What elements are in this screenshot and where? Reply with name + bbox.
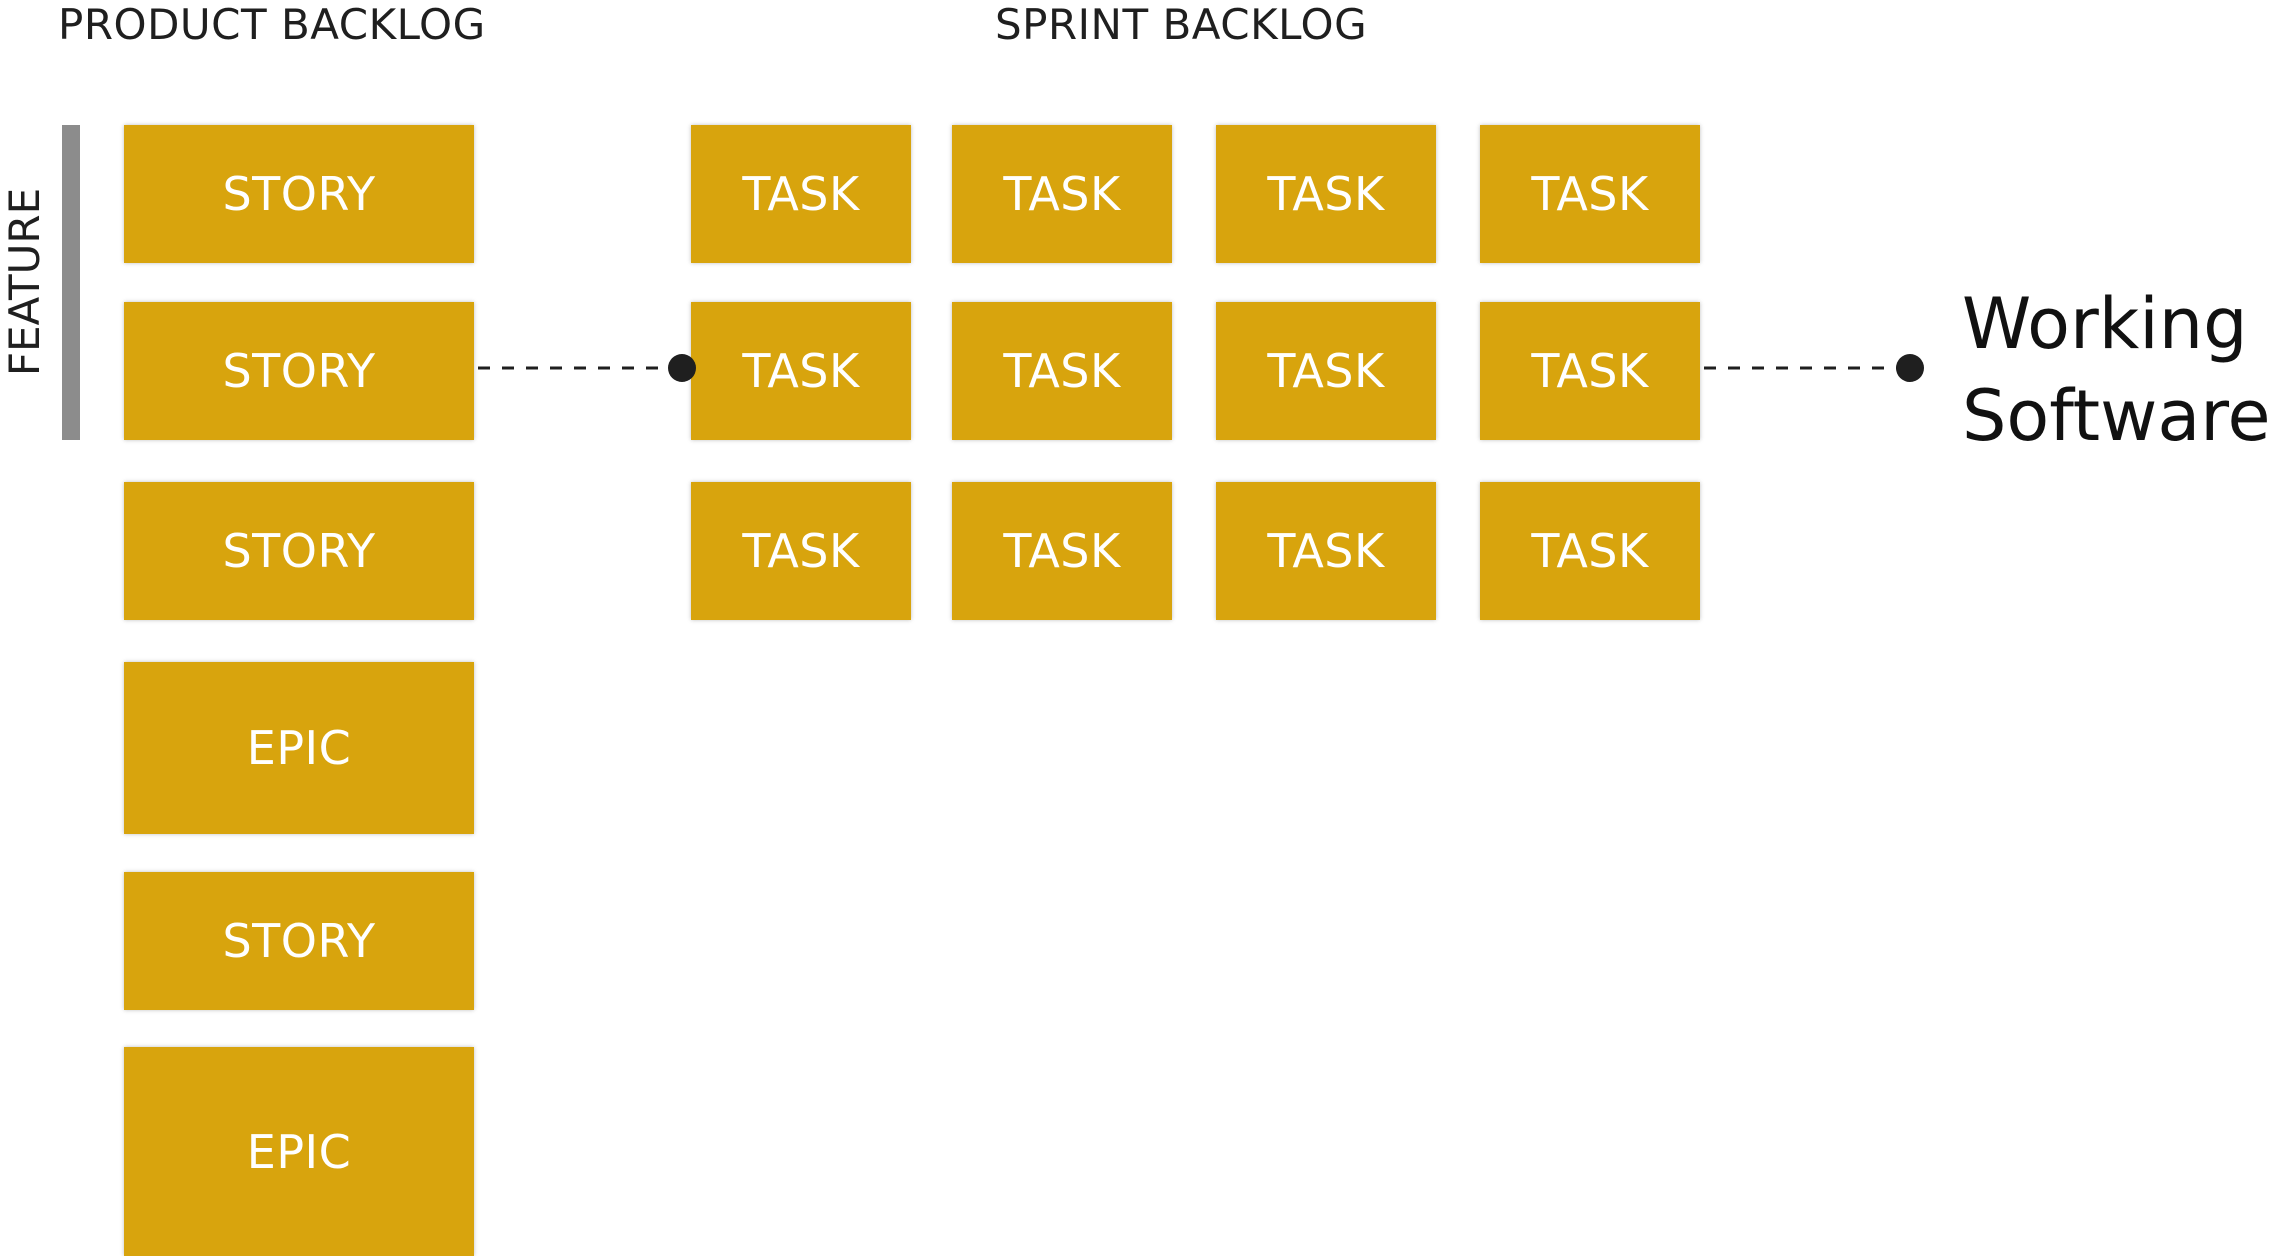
sprint-task-r2c3[interactable]: TASK [1216,302,1436,440]
sprint-task-r1c3[interactable]: TASK [1216,125,1436,263]
sprint-task-r2c1[interactable]: TASK [691,302,911,440]
sprint-task-label: TASK [1003,524,1121,578]
sprint-task-label: TASK [742,524,860,578]
sprint-backlog-heading: SPRINT BACKLOG [995,0,1368,49]
backlog-item-epic-2[interactable]: EPIC [124,1047,474,1256]
backlog-item-label: STORY [222,344,376,398]
sprint-task-r1c1[interactable]: TASK [691,125,911,263]
sprint-task-label: TASK [1531,167,1649,221]
sprint-task-r2c4[interactable]: TASK [1480,302,1700,440]
sprint-task-r1c2[interactable]: TASK [952,125,1172,263]
sprint-task-label: TASK [1531,524,1649,578]
sprint-to-software-dot [1896,354,1924,382]
sprint-task-label: TASK [742,167,860,221]
backlog-item-story-3[interactable]: STORY [124,482,474,620]
sprint-task-label: TASK [742,344,860,398]
backlog-item-epic-1[interactable]: EPIC [124,662,474,834]
sprint-task-label: TASK [1267,344,1385,398]
product-backlog-heading: PRODUCT BACKLOG [58,0,486,49]
backlog-item-story-1[interactable]: STORY [124,125,474,263]
sprint-task-r3c1[interactable]: TASK [691,482,911,620]
sprint-task-r2c2[interactable]: TASK [952,302,1172,440]
story-to-sprint-dot [668,354,696,382]
sprint-task-label: TASK [1531,344,1649,398]
working-software-line2: Software [1962,375,2271,457]
sprint-task-label: TASK [1003,344,1121,398]
sprint-task-r3c2[interactable]: TASK [952,482,1172,620]
working-software-line1: Working [1962,283,2248,365]
sprint-task-label: TASK [1267,524,1385,578]
backlog-item-story-2[interactable]: STORY [124,302,474,440]
sprint-task-r3c4[interactable]: TASK [1480,482,1700,620]
sprint-task-label: TASK [1003,167,1121,221]
backlog-item-label: EPIC [246,721,352,775]
backlog-item-label: EPIC [246,1124,352,1179]
working-software-label: Working Software [1962,278,2271,462]
sprint-task-label: TASK [1267,167,1385,221]
backlog-item-story-4[interactable]: STORY [124,872,474,1010]
backlog-item-label: STORY [222,524,376,578]
sprint-task-r1c4[interactable]: TASK [1480,125,1700,263]
backlog-item-label: STORY [222,167,376,221]
backlog-item-label: STORY [222,914,376,968]
feature-bracket [62,125,80,440]
sprint-task-r3c3[interactable]: TASK [1216,482,1436,620]
